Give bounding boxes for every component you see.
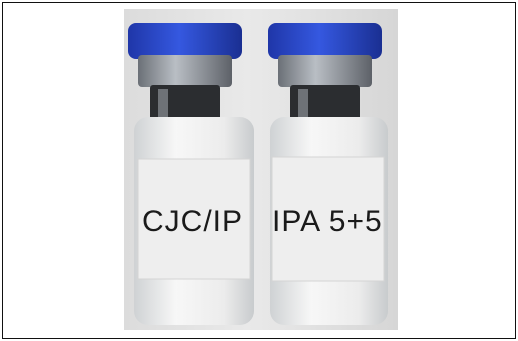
vial-label-text: IPA 5+5 (272, 205, 383, 238)
vial-cap (128, 23, 242, 59)
vial-crimp (278, 55, 372, 87)
vial-label-paper (138, 159, 250, 279)
vial-crimp (138, 55, 232, 87)
vial-cap (268, 23, 382, 59)
vials-photo: CJC/IP IPA 5+5 (124, 9, 398, 330)
vial-right: IPA 5+5 (268, 23, 388, 325)
vial-label-text: CJC/IP (142, 205, 243, 238)
vial-left: CJC/IP (128, 23, 254, 325)
vial-label-paper (272, 157, 384, 281)
